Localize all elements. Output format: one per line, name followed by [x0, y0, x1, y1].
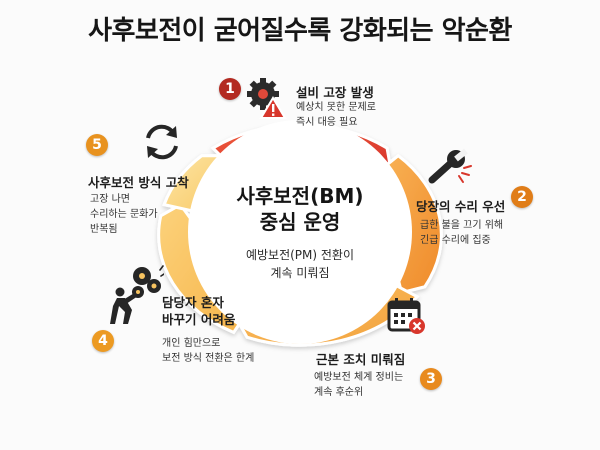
- step-2-title: 당장의 수리 우선: [416, 199, 506, 214]
- person-pushing-gears-icon: [108, 262, 165, 330]
- step-4-number: 4: [92, 330, 114, 352]
- step-3-title: 근본 조치 미뤄짐: [316, 352, 406, 367]
- step-2-desc: 급한 불을 끄기 위해 긴급 수리에 집중: [420, 220, 504, 246]
- step-1-title: 설비 고장 발생: [296, 85, 374, 100]
- step-1-number: 1: [219, 78, 241, 100]
- cycle-arrows-icon: [140, 120, 184, 168]
- step-4-desc: 개인 힘만으로 보전 방식 전환은 한계: [162, 338, 255, 364]
- center-subtitle: 예방보전(PM) 전환이 계속 미뤄짐: [245, 248, 355, 280]
- calendar-cancel-icon: [386, 296, 428, 342]
- center-circle: [188, 120, 412, 344]
- step-3-number: 3: [420, 368, 442, 390]
- gear-warning-icon: [243, 74, 289, 124]
- step-3-desc: 예방보전 체계 정비는 계속 후순위: [314, 372, 404, 398]
- wrench-icon: [426, 148, 474, 192]
- step-5-number: 5: [86, 134, 108, 156]
- step-5-desc: 고장 나면 수리하는 문화가 반복됨: [90, 194, 158, 235]
- center-title: 사후보전(BM) 중심 운영: [236, 184, 364, 234]
- step-1-desc: 예상치 못한 문제로 즉시 대응 필요: [296, 102, 376, 128]
- page-title: 사후보전이 굳어질수록 강화되는 악순환: [88, 16, 512, 46]
- step-2-number: 2: [511, 186, 533, 208]
- step-4-title: 담당자 혼자 바꾸기 어려움: [162, 295, 236, 327]
- step-5-title: 사후보전 방식 고착: [88, 175, 189, 190]
